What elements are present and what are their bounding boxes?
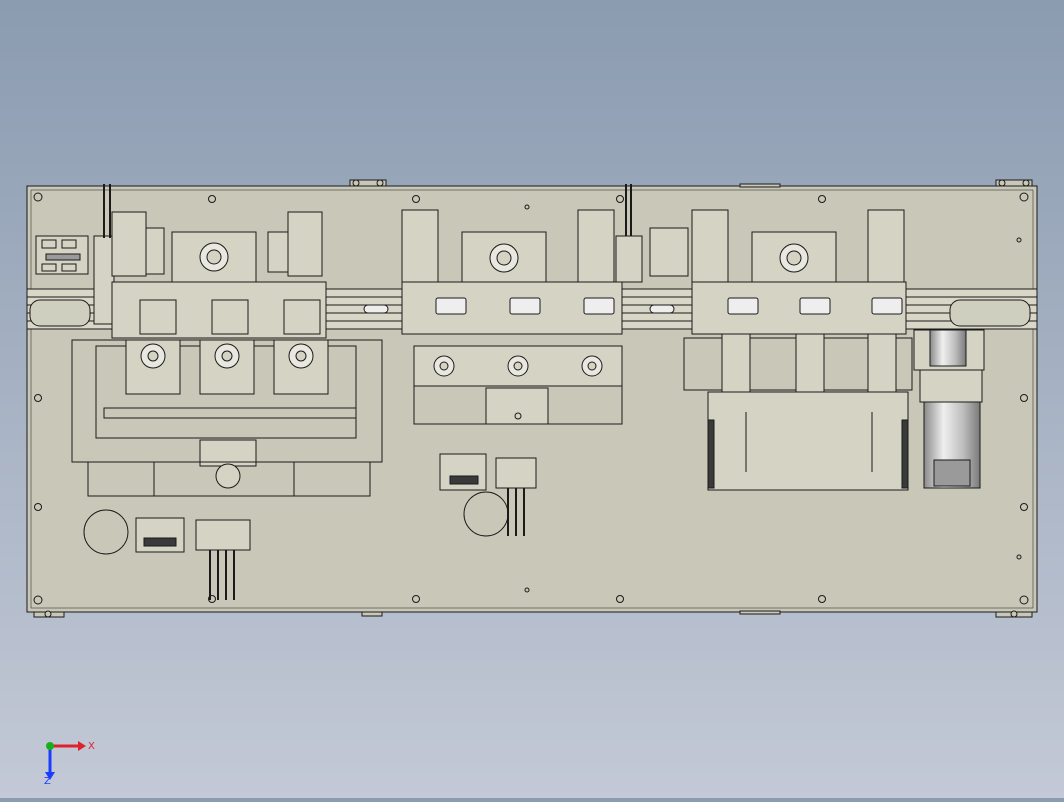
mounting-holes xyxy=(33,192,1029,605)
station-3 xyxy=(683,209,913,491)
lower-components xyxy=(135,453,537,600)
coordinate-triad: X Z xyxy=(44,741,95,784)
station-1 xyxy=(71,184,383,497)
left-terminal-block xyxy=(35,235,89,275)
y-axis-dot xyxy=(46,742,54,750)
station-2 xyxy=(401,184,689,425)
edge-tabs xyxy=(33,179,1033,618)
z-axis-label: Z xyxy=(44,776,51,784)
x-axis-label: X xyxy=(88,741,95,752)
servo-motor xyxy=(913,329,985,489)
